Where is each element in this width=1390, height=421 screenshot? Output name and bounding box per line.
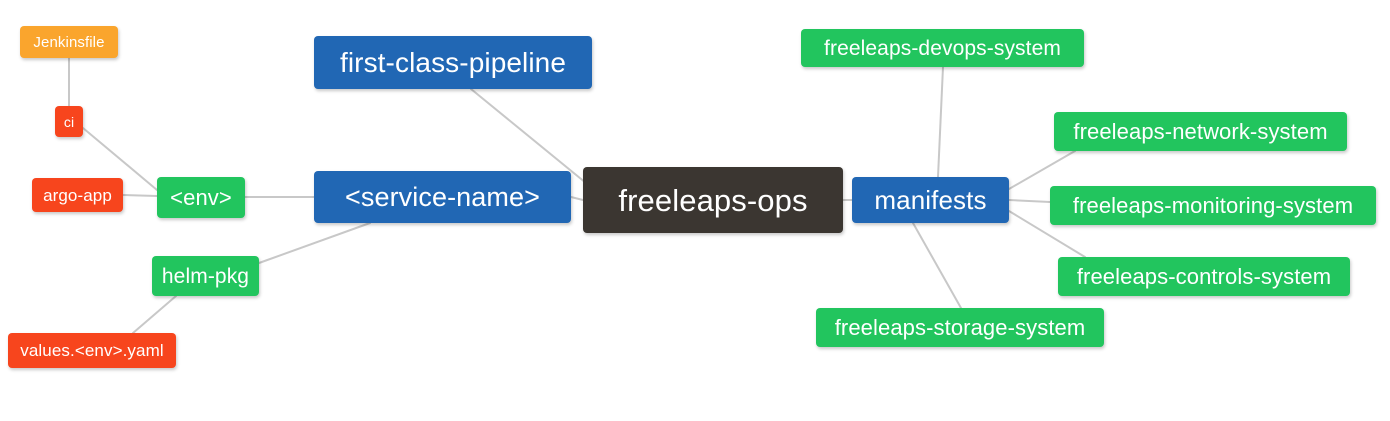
- node-label-first-class-pipeline: first-class-pipeline: [339, 46, 567, 78]
- node-first-class-pipeline[interactable]: first-class-pipeline: [314, 36, 592, 89]
- node-label-argo-app: argo-app: [43, 185, 112, 205]
- node-argo-app[interactable]: argo-app: [32, 178, 123, 212]
- node-freeleaps-controls-system[interactable]: freeleaps-controls-system: [1058, 257, 1350, 296]
- node-freeleaps-network-system[interactable]: freeleaps-network-system: [1054, 112, 1347, 151]
- node-label-freeleaps-monitoring-system: freeleaps-monitoring-system: [1072, 192, 1354, 218]
- node-label-service-name: <service-name>: [345, 181, 540, 212]
- edge-service-name-first-class-pipeline: [470, 88, 587, 184]
- node-ci[interactable]: ci: [55, 106, 83, 137]
- node-manifests[interactable]: manifests: [852, 177, 1009, 223]
- node-jenkinsfile[interactable]: Jenkinsfile: [20, 26, 118, 58]
- node-label-jenkinsfile: Jenkinsfile: [33, 33, 105, 51]
- node-freeleaps-devops-system[interactable]: freeleaps-devops-system: [801, 29, 1084, 67]
- edge-env-argo-app: [122, 194, 158, 197]
- edge-manifests-storage: [912, 222, 962, 309]
- edge-manifests-monitoring: [1008, 199, 1051, 203]
- node-label-freeleaps-network-system: freeleaps-network-system: [1073, 118, 1328, 144]
- edge-root-service-name: [570, 196, 584, 201]
- node-freeleaps-monitoring-system[interactable]: freeleaps-monitoring-system: [1050, 186, 1376, 225]
- node-root[interactable]: freeleaps-ops: [583, 167, 843, 233]
- node-label-freeleaps-storage-system: freeleaps-storage-system: [834, 314, 1086, 340]
- node-label-values-env-yaml: values.<env>.yaml: [20, 341, 164, 360]
- node-label-root: freeleaps-ops: [618, 182, 808, 218]
- node-env[interactable]: <env>: [157, 177, 245, 218]
- edge-helm-pkg-values: [132, 295, 177, 334]
- node-helm-pkg[interactable]: helm-pkg: [152, 256, 259, 296]
- node-service-name[interactable]: <service-name>: [314, 171, 571, 223]
- edge-service-name-helm-pkg: [258, 222, 371, 264]
- node-label-helm-pkg: helm-pkg: [161, 264, 250, 288]
- node-label-freeleaps-controls-system: freeleaps-controls-system: [1076, 263, 1332, 289]
- node-label-manifests: manifests: [874, 185, 987, 215]
- node-label-ci: ci: [63, 113, 75, 130]
- node-label-freeleaps-devops-system: freeleaps-devops-system: [824, 36, 1061, 60]
- node-freeleaps-storage-system[interactable]: freeleaps-storage-system: [816, 308, 1104, 347]
- node-values-env-yaml[interactable]: values.<env>.yaml: [8, 333, 176, 368]
- node-label-env: <env>: [170, 184, 232, 210]
- edge-manifests-network: [1008, 150, 1076, 190]
- edge-manifests-devops: [937, 66, 944, 178]
